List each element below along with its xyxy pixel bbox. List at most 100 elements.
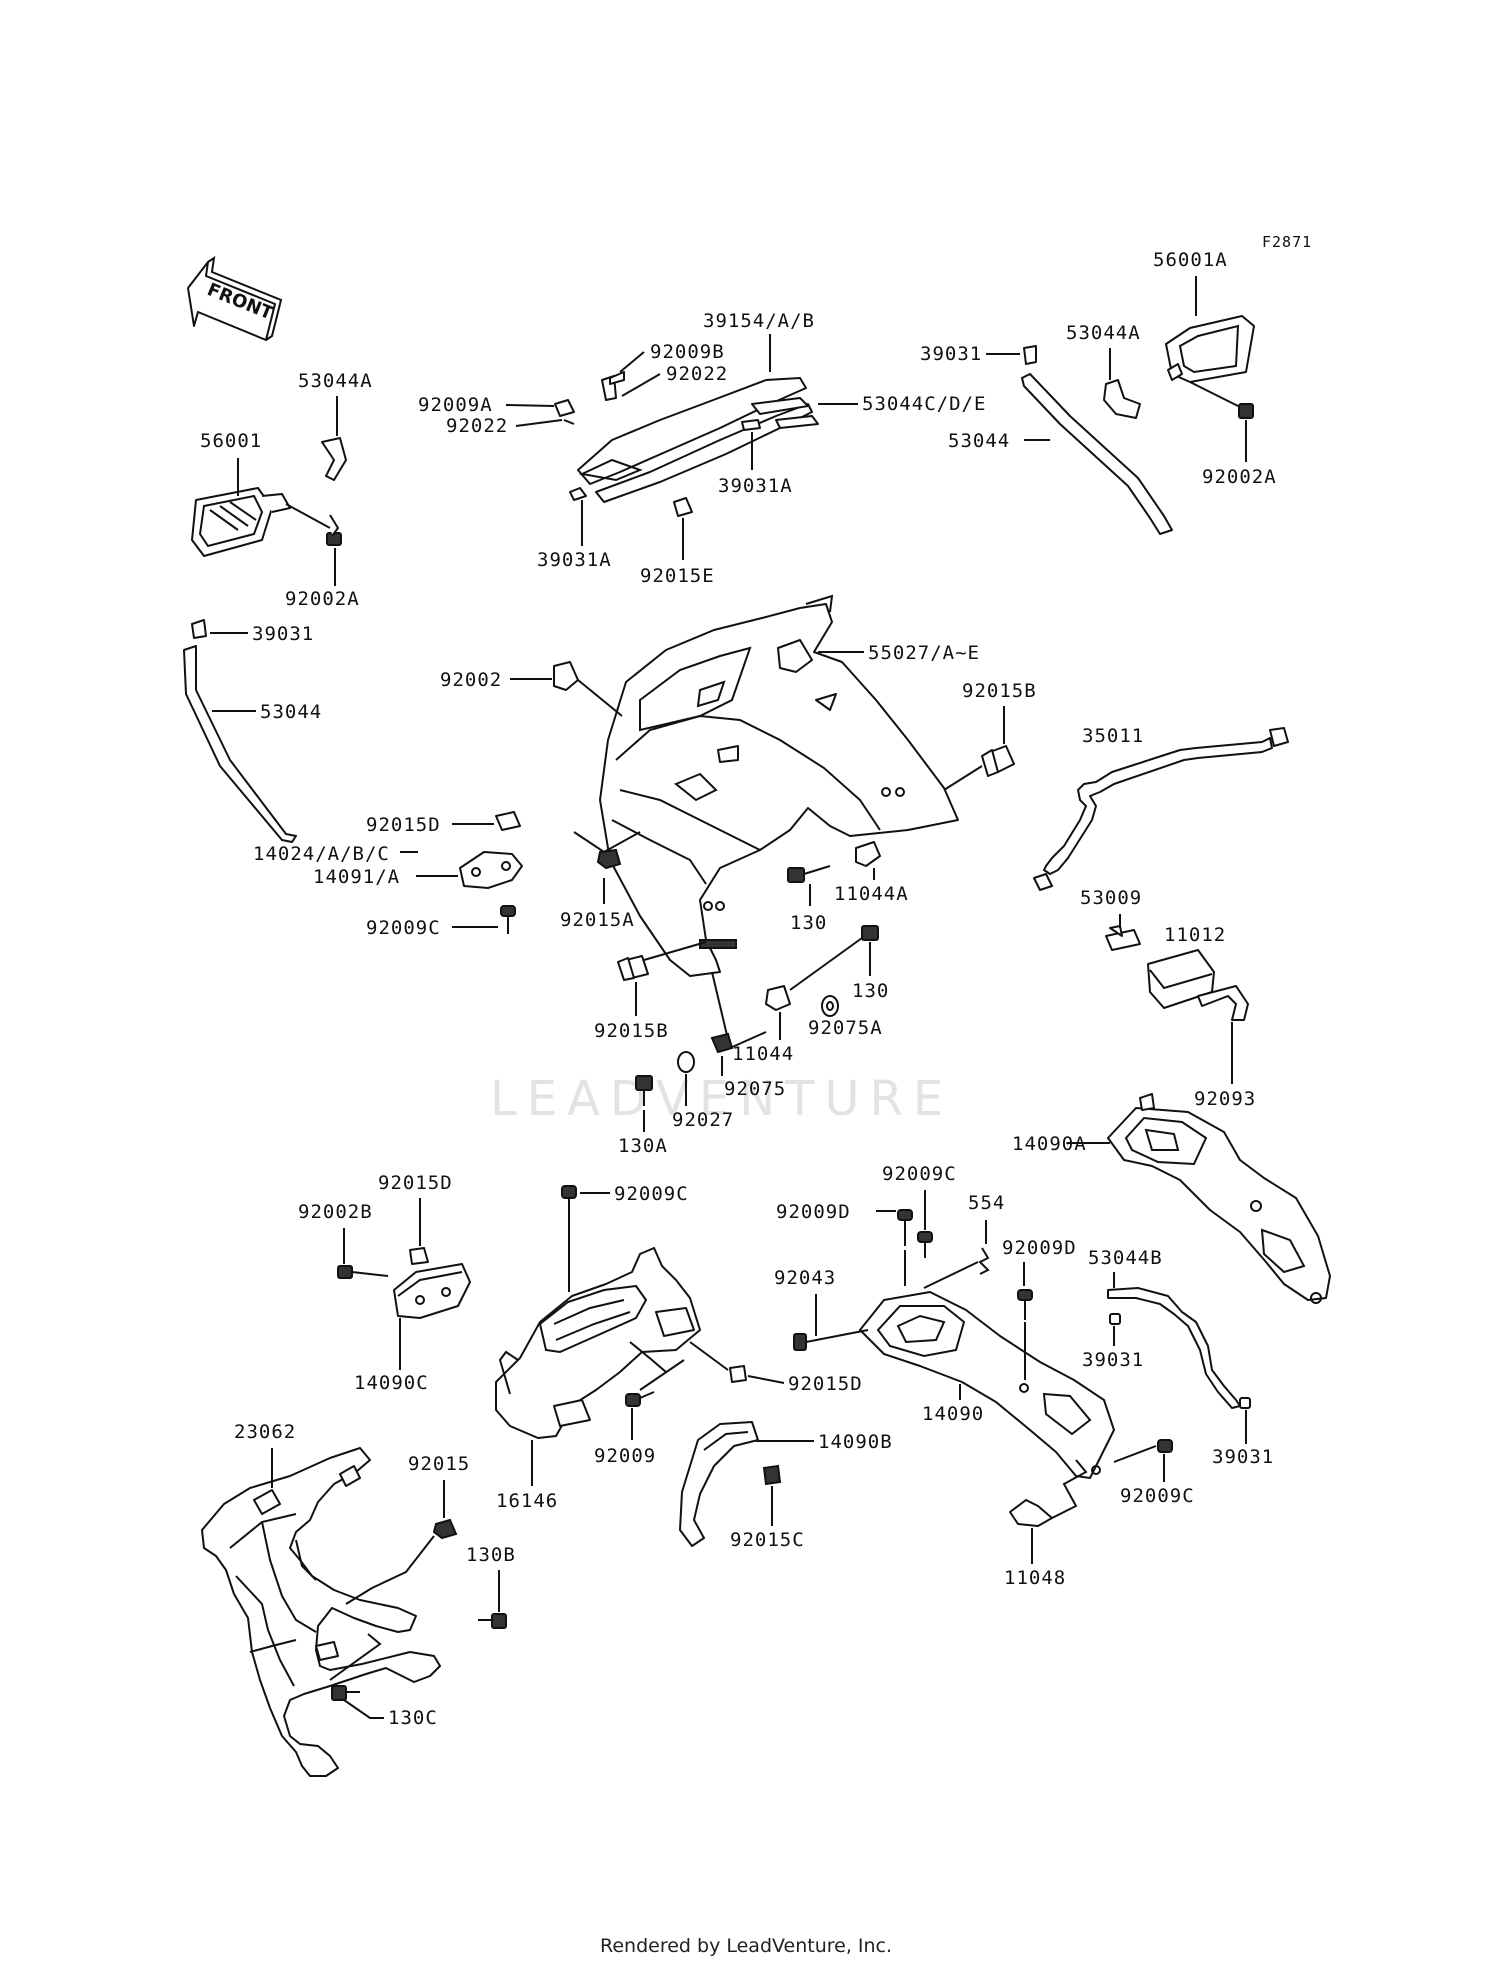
label-39031A-b: 39031A xyxy=(537,549,612,571)
label-92015D-a: 92015D xyxy=(366,814,441,836)
bolt-130-a-part xyxy=(787,865,831,883)
label-92015: 92015 xyxy=(408,1453,470,1475)
clip-53044A-left-part xyxy=(321,437,347,481)
label-16146: 16146 xyxy=(496,1490,558,1512)
screw-92009C-c-part xyxy=(917,1231,933,1258)
label-39031-left: 39031 xyxy=(252,623,314,645)
bracket-14091-part xyxy=(459,851,523,889)
label-11044: 11044 xyxy=(732,1043,794,1065)
bracket-14090C-part xyxy=(393,1263,471,1319)
label-39154AB: 39154/A/B xyxy=(703,310,815,332)
mirror-right-part xyxy=(1165,315,1255,419)
label-92043: 92043 xyxy=(774,1267,836,1289)
nut-92015A-part xyxy=(596,848,622,870)
label-92075A: 92075A xyxy=(808,1017,883,1039)
label-14090B: 14090B xyxy=(818,1431,893,1453)
label-92002A-left: 92002A xyxy=(285,588,360,610)
bolt-130B-part xyxy=(478,1613,507,1629)
label-92015E: 92015E xyxy=(640,565,715,587)
label-92009D-a: 92009D xyxy=(776,1201,851,1223)
nut-92015D-b-part xyxy=(409,1247,429,1265)
label-53009: 53009 xyxy=(1080,887,1142,909)
nut-92015C-part xyxy=(762,1464,782,1486)
label-92022-a: 92022 xyxy=(666,363,728,385)
label-130A: 130A xyxy=(618,1135,668,1157)
label-92009A: 92009A xyxy=(418,394,493,416)
inner-cover-14090A-part xyxy=(1107,1093,1331,1304)
stay-23062-part xyxy=(201,1447,441,1777)
label-39031-c: 39031 xyxy=(1082,1349,1144,1371)
bracket-35011-part xyxy=(1033,727,1289,891)
inner-cover-14090-part xyxy=(859,1291,1115,1479)
label-53044A-right: 53044A xyxy=(1066,322,1141,344)
screw-92009D-a-part xyxy=(897,1209,913,1246)
label-92009C-b: 92009C xyxy=(614,1183,689,1205)
bolt-92002B-part xyxy=(337,1265,389,1279)
bracket-92002-part xyxy=(553,661,579,691)
collar-92027-part xyxy=(677,1051,695,1073)
label-11048: 11048 xyxy=(1004,1567,1066,1589)
clip-39031-d-part xyxy=(1239,1397,1251,1409)
bolt-130-b-part xyxy=(861,925,879,941)
label-56001: 56001 xyxy=(200,430,262,452)
panel-16146-part xyxy=(495,1247,701,1439)
nut-92015D-c-part xyxy=(729,1365,747,1383)
label-14090C: 14090C xyxy=(354,1372,429,1394)
screw-92009C-b-part xyxy=(561,1185,577,1292)
label-14091A: 14091/A xyxy=(313,866,400,888)
label-39031A-a: 39031A xyxy=(718,475,793,497)
label-92009B: 92009B xyxy=(650,341,725,363)
label-92015B-a: 92015B xyxy=(962,680,1037,702)
label-14090A: 14090A xyxy=(1012,1133,1087,1155)
label-92009: 92009 xyxy=(594,1445,656,1467)
strap-92093-part xyxy=(1197,985,1249,1021)
label-39031-d: 39031 xyxy=(1212,1446,1274,1468)
windshield-part xyxy=(554,371,819,517)
label-92093: 92093 xyxy=(1194,1088,1256,1110)
screw-92009C-d-part xyxy=(1157,1439,1173,1453)
clip-11044A-part xyxy=(855,841,881,867)
label-92075: 92075 xyxy=(724,1078,786,1100)
label-53044-right: 53044 xyxy=(948,430,1010,452)
trim-53044-left-part xyxy=(183,619,297,843)
label-53044-left: 53044 xyxy=(260,701,322,723)
label-23062: 23062 xyxy=(234,1421,296,1443)
label-130C: 130C xyxy=(388,1707,438,1729)
label-92009C-a: 92009C xyxy=(366,917,441,939)
label-11012: 11012 xyxy=(1164,924,1226,946)
clip-53009-part xyxy=(1105,925,1141,951)
label-130-a: 130 xyxy=(790,912,827,934)
nut-92015D-a-part xyxy=(495,811,521,831)
clip-53044A-right-part xyxy=(1103,379,1141,419)
label-56001A: 56001A xyxy=(1153,249,1228,271)
figure-code: F2871 xyxy=(1262,233,1312,251)
clip-554-part xyxy=(978,1247,990,1275)
label-92002B: 92002B xyxy=(298,1201,373,1223)
label-92015B-b: 92015B xyxy=(594,1020,669,1042)
washer-92075A-part xyxy=(821,995,839,1017)
label-92009C-c: 92009C xyxy=(882,1163,957,1185)
label-130B: 130B xyxy=(466,1544,516,1566)
clip-11044-part xyxy=(765,985,791,1011)
label-14090: 14090 xyxy=(922,1403,984,1425)
label-92015A: 92015A xyxy=(560,909,635,931)
label-55027AE: 55027/A~E xyxy=(868,642,980,664)
trim-53044B-part xyxy=(1107,1287,1241,1409)
upper-cowl-55027-part xyxy=(599,594,959,977)
mirror-left-part xyxy=(191,487,342,557)
label-92015C: 92015C xyxy=(730,1529,805,1551)
label-92022-b: 92022 xyxy=(446,415,508,437)
screw-92009-part xyxy=(625,1391,655,1407)
front-arrow-icon: FRONT xyxy=(187,255,283,341)
label-14024ABC: 14024/A/B/C xyxy=(253,843,390,865)
watermark: LEADVENTURE xyxy=(490,1071,953,1127)
nut-92075-part xyxy=(710,1032,734,1054)
screw-92009C-a-part xyxy=(500,905,516,934)
clip-39031-c-part xyxy=(1109,1313,1121,1325)
label-92002A-right: 92002A xyxy=(1202,466,1277,488)
label-554: 554 xyxy=(968,1192,1005,1214)
bolt-92043-part xyxy=(793,1329,869,1351)
label-53044A-left: 53044A xyxy=(298,370,373,392)
nut-92015-part xyxy=(432,1518,458,1540)
